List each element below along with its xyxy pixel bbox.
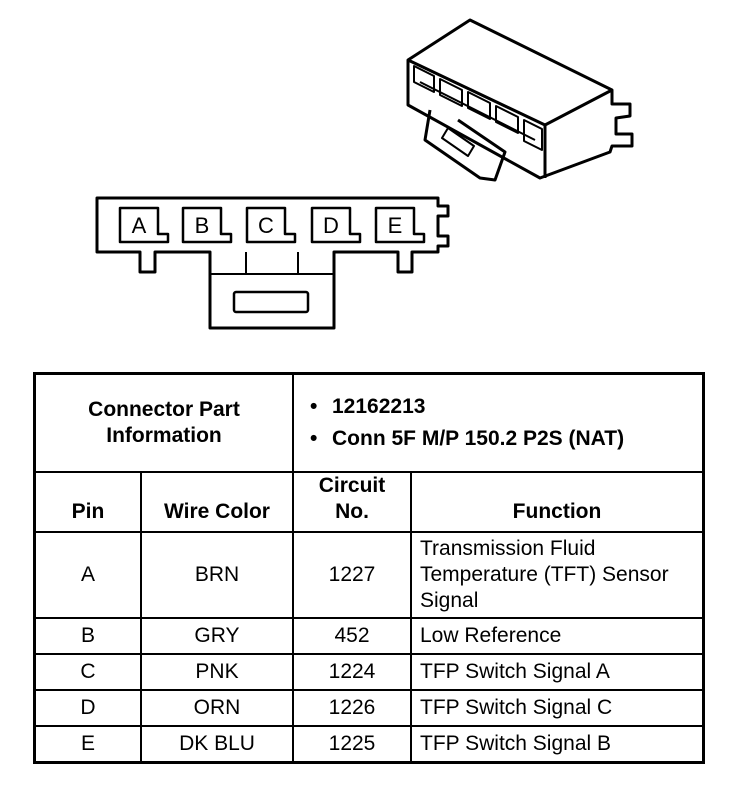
connector-pin-label: B <box>195 213 210 238</box>
wire-cell: ORN <box>140 689 294 727</box>
wire-cell: DK BLU <box>140 725 294 764</box>
pin-cell: D <box>33 689 142 727</box>
connector-isometric-view <box>406 18 634 182</box>
part-info-values: 12162213 Conn 5F M/P 150.2 P2S (NAT) <box>292 372 705 473</box>
table-row: B GRY 452 Low Reference <box>33 617 705 655</box>
table-row: C PNK 1224 TFP Switch Signal A <box>33 653 705 691</box>
table-row: E DK BLU 1225 TFP Switch Signal B <box>33 725 705 764</box>
header-pin: Pin <box>33 471 142 533</box>
connector-drawing: A B C D E <box>95 18 634 330</box>
function-cell: Low Reference <box>410 617 705 655</box>
table-row: D ORN 1226 TFP Switch Signal C <box>33 689 705 727</box>
connector-table: Connector Part Information 12162213 Conn… <box>33 372 705 764</box>
connector-pin-label: E <box>388 213 403 238</box>
part-description: Conn 5F M/P 150.2 P2S (NAT) <box>310 426 694 452</box>
circuit-cell: 1225 <box>292 725 412 764</box>
header-circuit: Circuit No. <box>292 471 412 533</box>
function-cell: TFP Switch Signal A <box>410 653 705 691</box>
pin-cell: A <box>33 531 142 619</box>
wire-cell: GRY <box>140 617 294 655</box>
pin-cell: E <box>33 725 142 764</box>
header-function: Function <box>410 471 705 533</box>
part-number: 12162213 <box>310 394 694 420</box>
function-cell: TFP Switch Signal B <box>410 725 705 764</box>
connector-pin-label: A <box>132 213 147 238</box>
part-info-label: Connector Part Information <box>33 372 294 473</box>
circuit-cell: 452 <box>292 617 412 655</box>
wire-cell: PNK <box>140 653 294 691</box>
table-row: A BRN 1227 Transmission Fluid Temperatur… <box>33 531 705 619</box>
circuit-cell: 1224 <box>292 653 412 691</box>
pin-cell: B <box>33 617 142 655</box>
header-wire-color: Wire Color <box>140 471 294 533</box>
circuit-cell: 1227 <box>292 531 412 619</box>
connector-pin-label: C <box>258 213 274 238</box>
wire-cell: BRN <box>140 531 294 619</box>
circuit-cell: 1226 <box>292 689 412 727</box>
connector-pin-label: D <box>323 213 339 238</box>
pin-cell: C <box>33 653 142 691</box>
function-cell: TFP Switch Signal C <box>410 689 705 727</box>
function-cell: Transmission Fluid Temperature (TFT) Sen… <box>410 531 705 619</box>
connector-face-view <box>95 196 450 330</box>
